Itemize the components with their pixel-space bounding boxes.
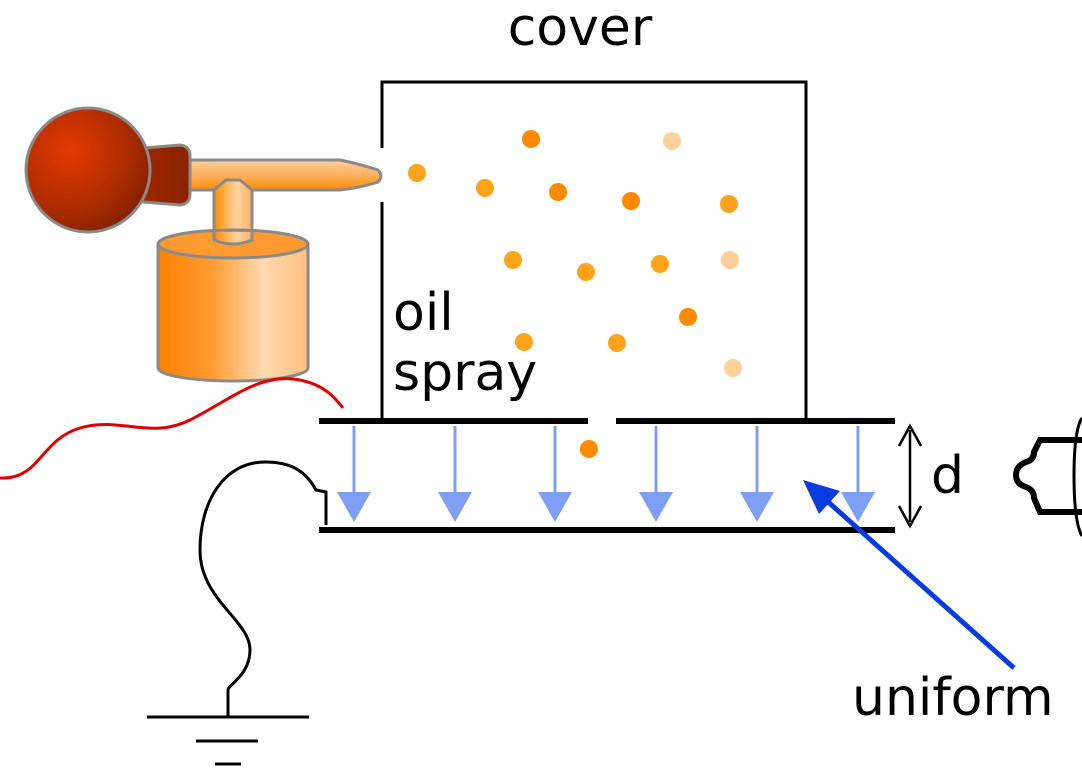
uniform-field-label: uniform [852, 668, 1054, 728]
field-arrow [740, 426, 774, 522]
droplet [724, 359, 742, 377]
microscope-eyepiece-icon [1012, 417, 1082, 537]
atomizer-rubber-bulb [24, 106, 152, 234]
droplet [504, 251, 522, 269]
droplet [577, 263, 595, 281]
droplet [408, 164, 426, 182]
droplet [549, 183, 567, 201]
droplet [679, 308, 697, 326]
droplet [522, 130, 540, 148]
droplet [622, 192, 640, 210]
atomizer-reservoir [156, 242, 310, 383]
atomizer-nozzle [176, 158, 383, 192]
droplet [476, 179, 494, 197]
droplet [608, 334, 626, 352]
ground-wire [198, 460, 328, 716]
spray-label: spray [393, 343, 537, 403]
ground-symbol-icon [147, 715, 309, 766]
oil-label: oil [393, 283, 454, 343]
droplet [720, 195, 738, 213]
droplet [651, 255, 669, 273]
atomizer-bulb-icon [24, 106, 383, 383]
cover-label: cover [508, 0, 653, 58]
distance-marker [897, 423, 923, 529]
droplet [721, 251, 739, 269]
droplet-between-plates [580, 440, 598, 458]
cover-box [380, 80, 808, 418]
field-arrow [841, 426, 875, 522]
droplet [663, 132, 681, 150]
droplet [515, 333, 533, 351]
distance-label: d [931, 446, 964, 506]
field-arrow [538, 426, 572, 522]
oil-droplets [408, 130, 742, 458]
atomizer-stem-base [212, 232, 254, 246]
field-arrow [639, 426, 673, 522]
field-arrow [438, 426, 472, 522]
electric-field-arrows [337, 426, 875, 522]
field-pointer-arrow [803, 480, 1016, 670]
field-arrow [337, 426, 371, 522]
supply-wire [0, 377, 345, 480]
